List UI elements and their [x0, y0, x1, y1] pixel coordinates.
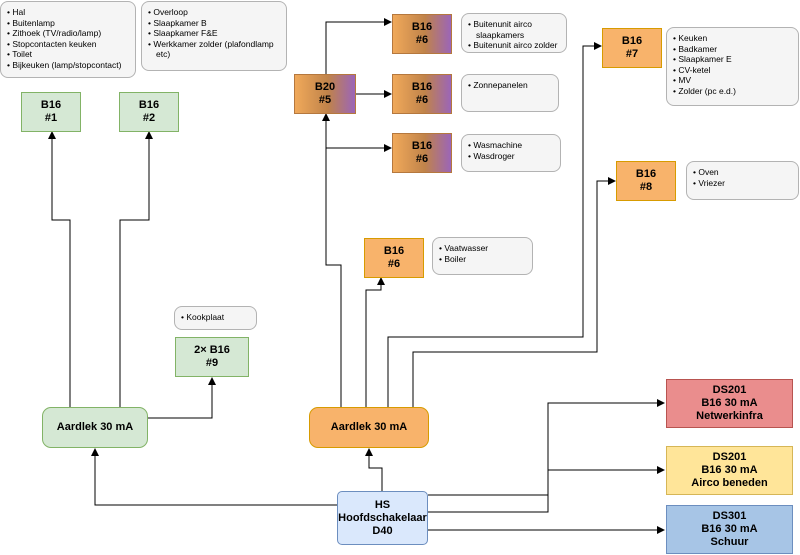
breaker-b16-6-vaat: B16 #6	[364, 238, 424, 278]
wire-aardlek-to-b1	[48, 131, 71, 407]
note-item: Toilet	[7, 49, 129, 60]
note-item: Stopcontacten keuken	[7, 39, 129, 50]
note-item: Slaapkamer E	[673, 54, 792, 65]
ds-type: DS301	[712, 510, 747, 522]
wire-b20-to-b6c	[325, 114, 392, 152]
breaker-number: #6	[415, 34, 429, 46]
note-group-8: Oven Vriezer	[686, 161, 799, 200]
note-was: Wasmachine Wasdroger	[461, 134, 561, 172]
note-kookplaat: Kookplaat	[174, 306, 257, 330]
breaker-rating: B16	[411, 21, 433, 33]
hs-name: Hoofdschakelaar	[338, 511, 427, 524]
wire-aardlek-to-b9	[148, 377, 216, 419]
note-item: Werkkamer zolder (plafondlamp etc)	[148, 39, 280, 60]
aardlek-right: Aardlek 30 mA	[309, 407, 429, 448]
note-item: Zonnepanelen	[468, 80, 552, 91]
note-zonnepanelen: Zonnepanelen	[461, 74, 559, 112]
wire-b20-to-b6a	[325, 18, 392, 74]
note-group-1: Hal Buitenlamp Zithoek (TV/radio/lamp) S…	[0, 1, 136, 78]
note-item: Badkamer	[673, 44, 792, 55]
hoofdschakelaar: HS Hoofdschakelaar D40	[337, 491, 428, 545]
breaker-rating: B16	[40, 99, 62, 111]
breaker-rating: B16	[635, 168, 657, 180]
note-vaat: Vaatwasser Boiler	[432, 237, 533, 275]
note-item: Keuken	[673, 33, 792, 44]
breaker-number: #8	[639, 181, 653, 193]
breaker-rating: B20	[314, 81, 336, 93]
note-item: Vaatwasser	[439, 243, 526, 254]
wire-hs-to-aardlek-left	[91, 448, 338, 506]
hs-rating: D40	[372, 524, 393, 537]
breaker-rating: B16	[621, 35, 643, 47]
ds-purpose: Airco beneden	[691, 477, 768, 489]
breaker-b16-1: B16 #1	[21, 92, 81, 132]
breaker-b16-6-was: B16 #6	[392, 133, 452, 173]
ds-rating: B16 30 mA	[701, 523, 758, 535]
wire-aardlek-to-b8	[412, 177, 616, 407]
breaker-number: #6	[415, 153, 429, 165]
breaker-number: #9	[205, 357, 219, 369]
breaker-number: #7	[625, 48, 639, 60]
note-item: Slaapkamer F&E	[148, 28, 280, 39]
aardlek-label: Aardlek 30 mA	[56, 421, 134, 433]
note-item: Boiler	[439, 254, 526, 265]
wire-hs-to-aardlek-right	[365, 448, 383, 491]
ds-type: DS201	[712, 384, 747, 396]
note-item: Zithoek (TV/radio/lamp)	[7, 28, 129, 39]
note-group-2: Overloop Slaapkamer B Slaapkamer F&E Wer…	[141, 1, 287, 71]
note-item: Wasmachine	[468, 140, 554, 151]
note-item: Buitenunit airco slaapkamers	[468, 19, 560, 40]
breaker-number: #6	[387, 258, 401, 270]
note-item: Vriezer	[693, 178, 792, 189]
ds201-netwerkinfra: DS201 B16 30 mA Netwerkinfra	[666, 379, 793, 428]
breaker-rating: B16	[411, 140, 433, 152]
breaker-b16-7: B16 #7	[602, 28, 662, 68]
breaker-rating: 2× B16	[194, 344, 230, 356]
breaker-b20-5: B20 #5	[294, 74, 356, 114]
ds201-airco-beneden: DS201 B16 30 mA Airco beneden	[666, 446, 793, 495]
wire-aardlek-to-b7	[387, 42, 602, 407]
wire-aardlek-to-b2	[119, 131, 153, 407]
note-item: Buitenlamp	[7, 18, 129, 29]
note-item: MV	[673, 75, 792, 86]
note-item: Kookplaat	[181, 312, 250, 323]
breaker-b16-6-zonnepanelen: B16 #6	[392, 74, 452, 114]
wire-hs-to-ds-yellow	[428, 466, 665, 513]
ds301-schuur: DS301 B16 30 mA Schuur	[666, 505, 793, 554]
ds-purpose: Netwerkinfra	[696, 410, 763, 422]
breaker-number: #5	[318, 94, 332, 106]
breaker-2x-b16-9: 2× B16 #9	[175, 337, 249, 377]
breaker-number: #2	[142, 112, 156, 124]
note-item: Wasdroger	[468, 151, 554, 162]
breaker-rating: B16	[138, 99, 160, 111]
ds-type: DS201	[712, 451, 747, 463]
hs-title: HS	[374, 498, 391, 511]
breaker-number: #1	[44, 112, 58, 124]
note-item: Zolder (pc e.d.)	[673, 86, 792, 97]
note-group-7: Keuken Badkamer Slaapkamer E CV-ketel MV…	[666, 27, 799, 106]
breaker-rating: B16	[411, 81, 433, 93]
ds-rating: B16 30 mA	[701, 397, 758, 409]
ds-rating: B16 30 mA	[701, 464, 758, 476]
wire-aardlek-to-b20	[322, 113, 342, 407]
note-item: Slaapkamer B	[148, 18, 280, 29]
breaker-b16-2: B16 #2	[119, 92, 179, 132]
ds-purpose: Schuur	[710, 536, 749, 548]
note-item: Overloop	[148, 7, 280, 18]
breaker-number: #6	[415, 94, 429, 106]
wire-hs-to-ds-red	[428, 399, 665, 496]
note-item: Buitenunit airco zolder	[468, 40, 560, 51]
breaker-b16-8: B16 #8	[616, 161, 676, 201]
breaker-rating: B16	[383, 245, 405, 257]
note-item: Bijkeuken (lamp/stopcontact)	[7, 60, 129, 71]
note-item: Oven	[693, 167, 792, 178]
note-airco: Buitenunit airco slaapkamers Buitenunit …	[461, 13, 567, 53]
breaker-b16-6-airco: B16 #6	[392, 14, 452, 54]
aardlek-left: Aardlek 30 mA	[42, 407, 148, 448]
note-item: CV-ketel	[673, 65, 792, 76]
wire-aardlek-to-b6d	[365, 277, 385, 407]
aardlek-label: Aardlek 30 mA	[330, 421, 408, 433]
note-item: Hal	[7, 7, 129, 18]
